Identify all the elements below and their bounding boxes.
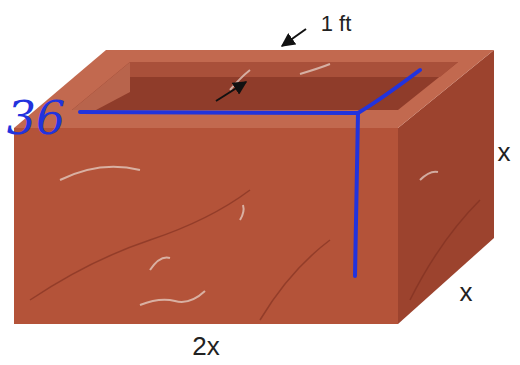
dimension-label: x [460, 279, 473, 305]
handwritten-number: 36 [7, 95, 66, 141]
top-rim [14, 50, 494, 128]
inner-left-wall [72, 62, 130, 110]
marble-cracks [30, 190, 480, 320]
dimension-label: 1 ft [321, 13, 352, 35]
front-face [14, 128, 398, 324]
dimension-label: 2x [192, 333, 219, 359]
dimension-arrow [216, 82, 246, 101]
marble-veins [60, 64, 438, 305]
dimension-label: x [498, 139, 511, 165]
inner-back-wall [117, 62, 458, 77]
dimension-arrow [282, 29, 306, 46]
handwritten-lines [80, 70, 420, 276]
